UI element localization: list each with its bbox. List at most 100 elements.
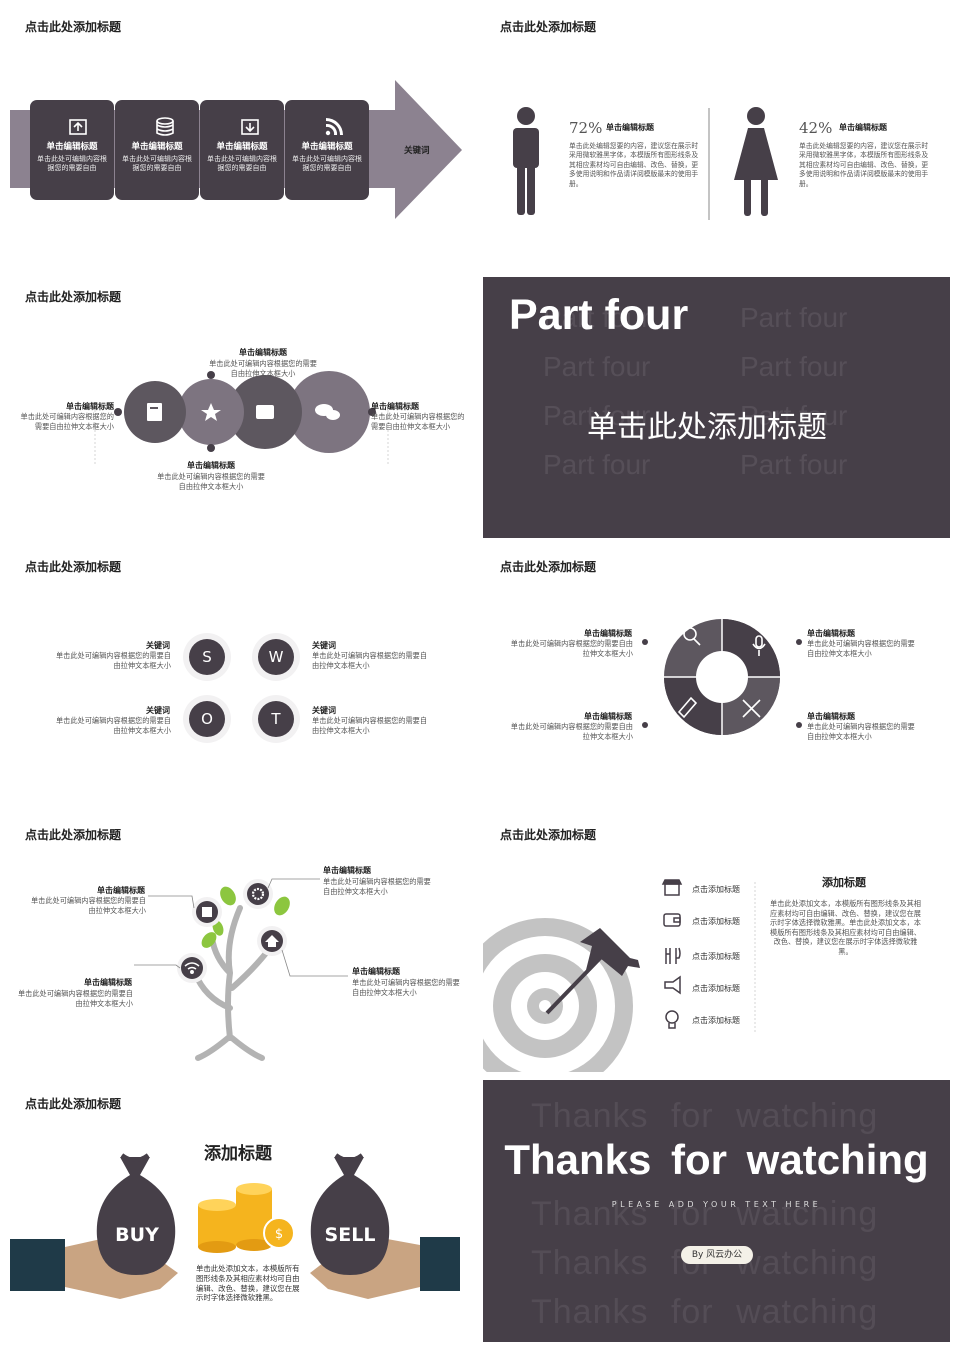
ring-item-2-title: 单击编辑标题 — [807, 629, 855, 638]
bottom-desc: 单击此处可编辑内容根据您的需要自由拉伸文本框大小 — [157, 472, 265, 491]
slide-8: 点击此处添加标题 点击添加标题 点击添加标题 点击添加标题 点击添加标题 点击添… — [480, 808, 950, 1072]
swot-letter-t: T — [271, 710, 281, 728]
megaphone-icon — [664, 975, 681, 995]
tree-item-3-title: 单击编辑标题 — [84, 978, 132, 987]
ring-item-3-title: 单击编辑标题 — [584, 712, 632, 721]
side-heading: 添加标题 — [822, 876, 866, 889]
ring-item-1-title: 单击编辑标题 — [584, 629, 632, 638]
card-desc-4: 单击此处可编辑内容根据您的需要自由 — [292, 155, 362, 172]
female-icon — [734, 107, 778, 216]
swot-letter-o: O — [201, 710, 213, 728]
author-badge: By 风云办公 — [681, 1246, 753, 1264]
home-icon — [265, 935, 279, 947]
rss-icon — [325, 118, 343, 136]
ring-item-1-desc: 单击此处可编辑内容根据您的需要自由拉伸文本框大小 — [510, 639, 633, 658]
arrow-keyword: 关键词 — [404, 146, 430, 156]
top-title: 单击编辑标题 — [239, 348, 287, 357]
watermark-text: Part four — [740, 351, 848, 382]
male-percent: 72% — [569, 119, 603, 137]
watermark-text: Part four — [740, 302, 848, 333]
slide-title: 点击此处添加标题 — [25, 1097, 122, 1111]
chat-icon — [315, 404, 340, 420]
gear-icon — [251, 887, 265, 901]
watermark-text: Part four — [543, 351, 651, 382]
slide-10: Thanks for watching Thanks for watching … — [483, 1080, 950, 1342]
upload-icon — [69, 119, 87, 135]
tree-item-4-desc: 单击此处可编辑内容根据您的需要自由拉伸文本框大小 — [352, 978, 460, 997]
microphone-icon — [752, 635, 766, 656]
swot-w-desc: 单击此处可编辑内容根据您的需要自由拉伸文本框大小 — [312, 651, 428, 670]
notebook-icon — [147, 403, 162, 421]
list-item: 点击添加标题 — [692, 917, 740, 926]
swot-t-desc: 单击此处可编辑内容根据您的需要自由拉伸文本框大小 — [312, 716, 428, 735]
female-title: 单击编辑标题 — [839, 123, 887, 132]
slide-9: 点击此处添加标题 $ BUY SELL 添加标题 — [0, 1077, 470, 1347]
dart-shaft — [545, 950, 608, 1015]
slide-title: 点击此处添加标题 — [25, 20, 122, 34]
thanks-subtitle: PLEASE ADD YOUR TEXT HERE — [611, 1200, 822, 1209]
coins-icon: $ — [198, 1183, 295, 1253]
buy-label: BUY — [115, 1224, 159, 1246]
card-desc-3: 单击此处可编辑内容根据您的需要自由 — [207, 155, 277, 172]
slide-title: 点击此处添加标题 — [25, 290, 122, 304]
female-desc: 单击此处编辑您要的内容，建议您在展示时采用微软雅黑字体，本模版所有图形线条及其相… — [799, 142, 929, 188]
wifi-icon — [184, 962, 200, 974]
swot-t-title: 关键词 — [312, 706, 336, 715]
ring-item-4-title: 单击编辑标题 — [807, 712, 855, 721]
list-item: 点击添加标题 — [692, 984, 740, 993]
tree-item-3-desc: 单击此处可编辑内容根据您的需要自由拉伸文本框大小 — [17, 989, 133, 1008]
download-icon — [241, 119, 259, 135]
watermark-text: Part four — [740, 400, 848, 431]
slide-1: 点击此处添加标题 单击编辑标题 单击此处可编辑内容根据您的需要自由 单击编辑标题… — [0, 0, 470, 264]
list-item: 点击添加标题 — [692, 885, 740, 894]
sell-label: SELL — [324, 1224, 376, 1246]
tree-item-2-desc: 单击此处可编辑内容根据您的需要自由拉伸文本框大小 — [323, 877, 431, 896]
screen-icon — [256, 405, 274, 419]
store-icon — [661, 879, 683, 896]
side-desc: 单击此处添加文本，本模版所有图形线条及其相应素材均可自由编辑、改色、替换，建议您… — [770, 899, 921, 956]
male-title: 单击编辑标题 — [606, 123, 654, 132]
tree-item-1-title: 单击编辑标题 — [97, 886, 145, 895]
dart-icon — [580, 928, 640, 976]
arrow-graphic — [10, 80, 462, 219]
swot-s-circle — [189, 639, 225, 675]
left-desc: 单击此处可编辑内容根据您的需要自由拉伸文本框大小 — [20, 412, 114, 431]
ring-item-3-desc: 单击此处可编辑内容根据您的需要自由拉伸文本框大小 — [510, 722, 633, 741]
tree-graphic — [134, 878, 348, 1061]
male-desc: 单击此处编辑您要的内容，建议您在展示时采用微软雅黑字体，本模版所有图形线条及其相… — [569, 142, 699, 188]
tree-item-1-desc: 单击此处可编辑内容根据您的需要自由拉伸文本框大小 — [30, 896, 146, 915]
card-title-1: 单击编辑标题 — [46, 142, 98, 152]
right-title: 单击编辑标题 — [371, 402, 419, 411]
watermark-text: Thanks for watching — [531, 1293, 879, 1331]
watermark-text: Part four — [543, 302, 651, 333]
female-percent: 42% — [799, 119, 833, 137]
slide-3: 点击此处添加标题 单击编辑标题 单击此处可编辑内容根据您的需要自由拉伸文本框大小… — [0, 270, 470, 534]
pencil-icon — [677, 696, 698, 719]
part-title: Part four — [509, 291, 689, 339]
box-icon — [202, 907, 212, 917]
watermark-text: Part four — [740, 449, 848, 480]
svg-text:$: $ — [275, 1227, 283, 1242]
swot-s-title: 关键词 — [146, 641, 170, 650]
part-subtitle: 单击此处添加标题 — [587, 410, 827, 445]
database-icon — [156, 117, 174, 136]
slide-title: 点击此处添加标题 — [500, 20, 597, 34]
slide-7: 点击此处添加标题 单击编辑标题 单击此处可编辑内容根据您的需要自由拉伸文本框大小… — [0, 808, 470, 1072]
center-heading: 添加标题 — [204, 1144, 272, 1164]
swot-w-title: 关键词 — [312, 641, 336, 650]
card-title-2: 单击编辑标题 — [131, 142, 183, 152]
ring-item-4-desc: 单击此处可编辑内容根据您的需要自由拉伸文本框大小 — [807, 722, 915, 741]
watermark-text: Part four — [543, 400, 651, 431]
card-title-4: 单击编辑标题 — [301, 142, 353, 152]
left-title: 单击编辑标题 — [66, 402, 114, 411]
slide-5: 点击此处添加标题 S W O T 关键词 单击此处可编辑内容根据您的需要自由拉伸… — [0, 540, 470, 804]
center-desc: 单击此处添加文本，本模版所有图形线条及其相应素材均可自由编辑、改色、替换，建议您… — [196, 1264, 300, 1303]
swot-t-circle — [258, 701, 294, 737]
watermark-text: Thanks for watching — [531, 1097, 879, 1135]
tools-icon — [742, 699, 761, 718]
male-icon — [513, 107, 539, 215]
swot-o-circle — [189, 701, 225, 737]
swot-letter-s: S — [202, 648, 212, 666]
card-title-3: 单击编辑标题 — [216, 142, 268, 152]
thanks-title: Thanks for watching — [504, 1136, 929, 1183]
